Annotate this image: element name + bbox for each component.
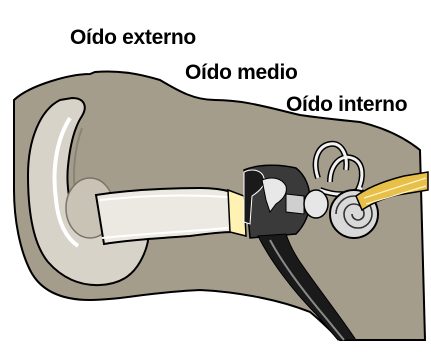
label-outer-ear: Oído externo [70,26,196,50]
eardrum [228,190,246,236]
label-inner-ear: Oído interno [286,93,407,117]
label-middle-ear: Oído medio [185,61,298,85]
stapes [286,194,304,214]
vestibule [304,190,328,218]
